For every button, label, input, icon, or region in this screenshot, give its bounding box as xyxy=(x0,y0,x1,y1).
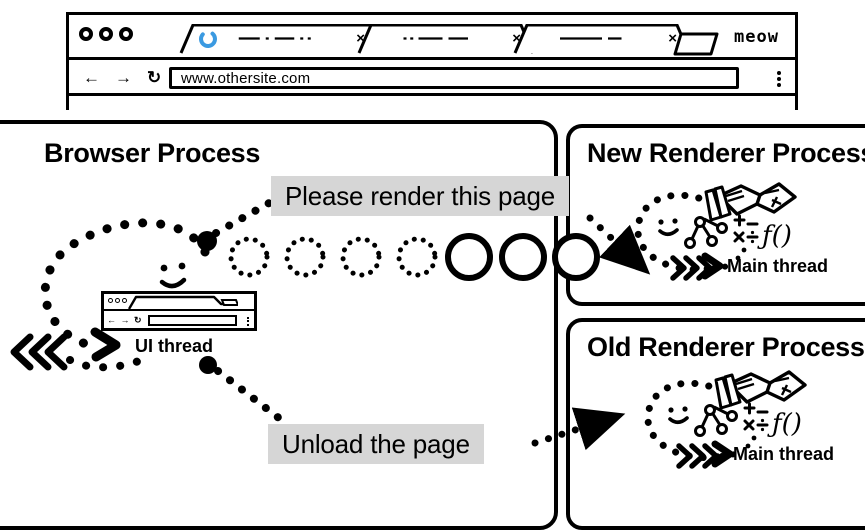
new-renderer-process-title: New Renderer Process xyxy=(587,138,865,168)
open-book-icon xyxy=(727,370,807,404)
sparkle-dot xyxy=(751,435,757,441)
brand-label: meow xyxy=(734,27,779,47)
renderer-face-smile xyxy=(658,228,679,237)
queue-circle-dotted-2 xyxy=(284,236,326,278)
queue-circle-solid-3 xyxy=(552,233,600,281)
arrow-to-new-renderer xyxy=(586,214,651,275)
tab-title-placeholder xyxy=(560,37,622,40)
tab-strip: × × × xyxy=(69,15,795,57)
new-tab-button[interactable] xyxy=(671,32,719,56)
main-thread-label-new: Main thread xyxy=(727,256,829,276)
back-button[interactable]: ← xyxy=(83,68,100,87)
mini-window-dots xyxy=(108,298,127,303)
renderer-chevron-trail xyxy=(711,263,733,271)
renderer-face-eye-left xyxy=(668,407,674,413)
old-renderer-process-title: Old Renderer Process xyxy=(587,332,865,362)
callout-please-render: Please render this page xyxy=(271,176,570,216)
address-value: www.othersite.com xyxy=(181,70,311,87)
open-book-icon xyxy=(717,182,797,216)
mini-address-bar xyxy=(148,315,237,326)
main-thread-loop-dotted xyxy=(634,191,716,274)
sparkle-dot xyxy=(745,443,751,449)
renderer-face-eye-right xyxy=(682,406,688,412)
diagram-artwork: ƒ() xyxy=(10,182,807,469)
ui-thread-loop-dotted xyxy=(40,218,210,353)
mini-nav-glyphs: ← → ↻ xyxy=(107,315,143,325)
renderer-chevron-trail xyxy=(719,451,739,459)
window-dot-1 xyxy=(79,27,93,41)
address-input[interactable]: www.othersite.com xyxy=(169,67,739,89)
ui-thread-label: UI thread xyxy=(135,336,214,356)
tab-close-button-2[interactable]: × xyxy=(512,30,521,47)
dom-tree-icon xyxy=(694,404,738,437)
queue-circle-dotted-1 xyxy=(228,236,270,278)
queue-circle-solid-1 xyxy=(445,233,493,281)
mini-tab-shape-icon xyxy=(128,295,238,310)
sparkle-dot xyxy=(735,255,741,261)
unload-message-origin-node xyxy=(199,356,217,374)
chevron-trail-dotted xyxy=(66,352,154,372)
pencils-icon xyxy=(704,185,732,222)
new-renderer-thread-glyphs: ƒ() xyxy=(634,182,797,281)
mini-tabstrip xyxy=(104,294,254,311)
math-symbols-icon xyxy=(733,214,759,244)
window-control-dots xyxy=(79,27,133,41)
speed-chevrons-icon xyxy=(10,333,68,371)
diagram-stage: × × × xyxy=(0,12,865,530)
renderer-face-smile xyxy=(668,416,689,425)
loading-spinner-icon xyxy=(199,30,217,48)
mini-kebab-icon xyxy=(247,315,249,327)
main-thread-loop-arrow-icon xyxy=(711,440,734,468)
kebab-menu-icon[interactable] xyxy=(777,69,781,89)
tab-close-button-1[interactable]: × xyxy=(356,30,365,47)
function-notation-icon: ƒ() xyxy=(767,409,802,439)
tab-close-button-3[interactable]: × xyxy=(668,30,677,47)
pencils-icon xyxy=(714,373,742,410)
tab-title-placeholder xyxy=(403,37,468,40)
callout-unload-page: Unload the page xyxy=(268,424,484,464)
arrow-to-old-renderer xyxy=(531,407,626,451)
navigation-queue-circles xyxy=(228,233,600,281)
browser-process-title: Browser Process xyxy=(44,138,261,168)
queue-circle-dotted-3 xyxy=(340,236,382,278)
dom-tree-icon xyxy=(684,216,728,249)
window-dot-2 xyxy=(99,27,113,41)
browser-tab-1[interactable]: × xyxy=(179,24,379,54)
mock-bottom-edge xyxy=(69,93,795,96)
main-thread-loop-arrow-icon xyxy=(701,252,724,280)
main-thread-label-old: Main thread xyxy=(733,444,835,464)
unload-message-leader-dotted xyxy=(214,367,288,426)
address-bar-row: ← → ↻ www.othersite.com xyxy=(69,57,795,93)
render-message-leader-dotted xyxy=(212,194,282,237)
ui-thread-face-icon xyxy=(159,262,187,289)
browser-tab-3[interactable]: × xyxy=(513,24,691,54)
tab-title-placeholder xyxy=(238,37,311,40)
renderer-chevrons-icon xyxy=(670,255,713,281)
queue-circle-dotted-4 xyxy=(396,236,438,278)
old-renderer-thread-glyphs: ƒ() xyxy=(644,370,807,469)
render-message-origin-node xyxy=(197,231,217,251)
window-dot-3 xyxy=(119,27,133,41)
ui-thread-browser-icon: ← → ↻ xyxy=(101,291,257,331)
renderer-chevrons-icon xyxy=(676,443,719,469)
renderer-face-eye-left xyxy=(658,219,664,225)
ui-thread-loop-arrow-icon xyxy=(90,327,121,362)
browser-window-mock: × × × xyxy=(66,12,798,110)
forward-button[interactable]: → xyxy=(115,68,132,87)
math-symbols-icon xyxy=(743,402,769,432)
reload-button[interactable]: ↻ xyxy=(147,68,162,87)
renderer-face-eye-right xyxy=(672,218,678,224)
sparkle-dot xyxy=(741,247,747,253)
queue-circle-solid-2 xyxy=(499,233,547,281)
function-notation-icon: ƒ() xyxy=(757,221,792,251)
